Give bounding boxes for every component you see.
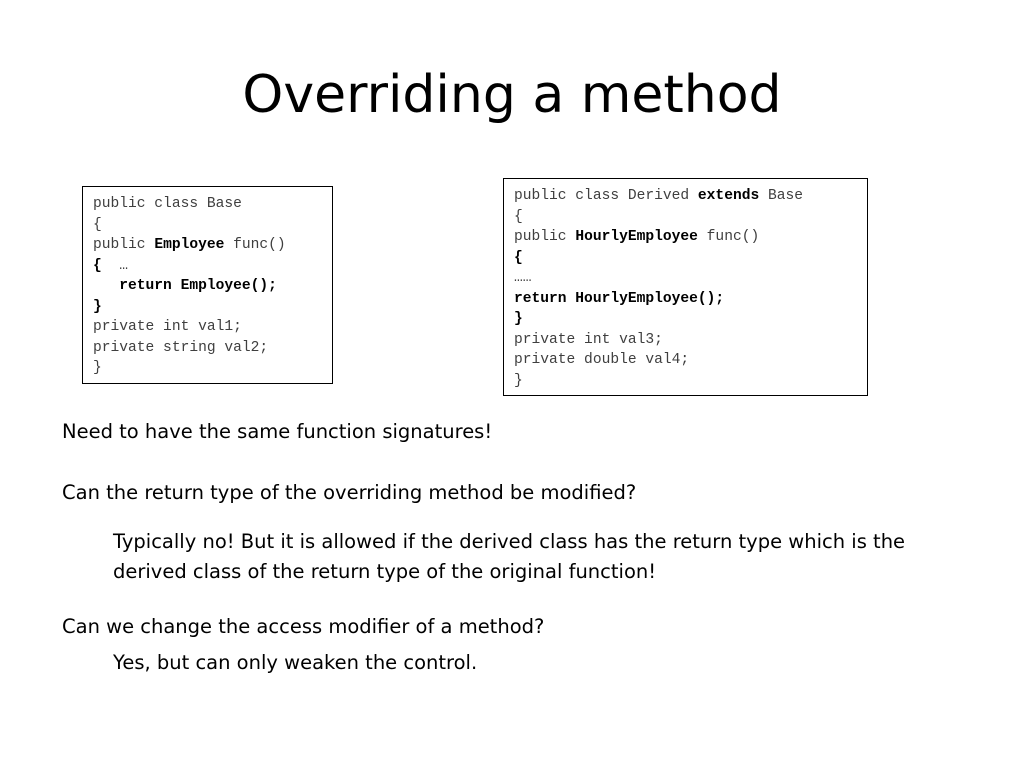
body-answer-return-type-line2: derived class of the return type of the … <box>113 560 657 583</box>
code-line: public Employee func() <box>93 235 322 256</box>
derived-class-code-box: public class Derived extends Base{public… <box>503 178 868 396</box>
code-return-type: Employee <box>154 237 225 253</box>
code-return-type: HourlyEmployee <box>575 229 698 245</box>
code-line: } <box>514 309 857 330</box>
code-line: { <box>514 248 857 269</box>
code-line: return HourlyEmployee(); <box>514 289 857 310</box>
code-line: private double val4; <box>514 352 690 368</box>
code-return-statement: return HourlyEmployee(); <box>514 290 725 307</box>
code-base-name: Base <box>759 188 804 204</box>
code-line: { <box>93 216 102 233</box>
code-method-name: func() <box>224 237 286 253</box>
code-keyword-public: public <box>514 229 576 245</box>
code-class-declaration: public class Derived <box>514 188 698 204</box>
code-close-brace: } <box>514 311 523 327</box>
code-close-brace: } <box>93 298 102 315</box>
body-paragraph-signatures: Need to have the same function signature… <box>62 420 493 443</box>
code-line: public class Base <box>93 196 242 212</box>
body-question-access-modifier: Can we change the access modifier of a m… <box>62 615 545 638</box>
code-line: private int val3; <box>514 331 663 348</box>
code-line: public HourlyEmployee func() <box>514 227 857 248</box>
code-line: private string val2; <box>93 339 269 356</box>
body-question-return-type: Can the return type of the overriding me… <box>62 481 637 504</box>
slide-title: Overriding a method <box>242 65 782 125</box>
base-class-code-box: public class Base{public Employee func()… <box>82 186 333 384</box>
code-open-brace: { <box>514 249 523 266</box>
body-answer-access-modifier: Yes, but can only weaken the control. <box>113 651 478 674</box>
code-line: …… <box>514 270 532 286</box>
code-keyword-public: public <box>93 237 155 253</box>
code-line: { … <box>93 256 322 277</box>
code-line: private int val1; <box>93 319 242 335</box>
code-keyword-extends: extends <box>697 188 760 204</box>
body-answer-return-type-line1: Typically no! But it is allowed if the d… <box>113 530 906 553</box>
code-return-statement: return Employee(); <box>93 278 277 294</box>
code-open-brace: { <box>93 257 102 274</box>
code-line: } <box>93 297 322 318</box>
code-line: { <box>514 208 523 225</box>
code-method-name: func() <box>697 229 760 245</box>
code-ellipsis: … <box>101 257 129 274</box>
code-line: public class Derived extends Base <box>514 186 857 207</box>
code-line: } <box>514 372 523 389</box>
code-line: } <box>93 360 102 376</box>
code-line: return Employee(); <box>93 276 322 297</box>
